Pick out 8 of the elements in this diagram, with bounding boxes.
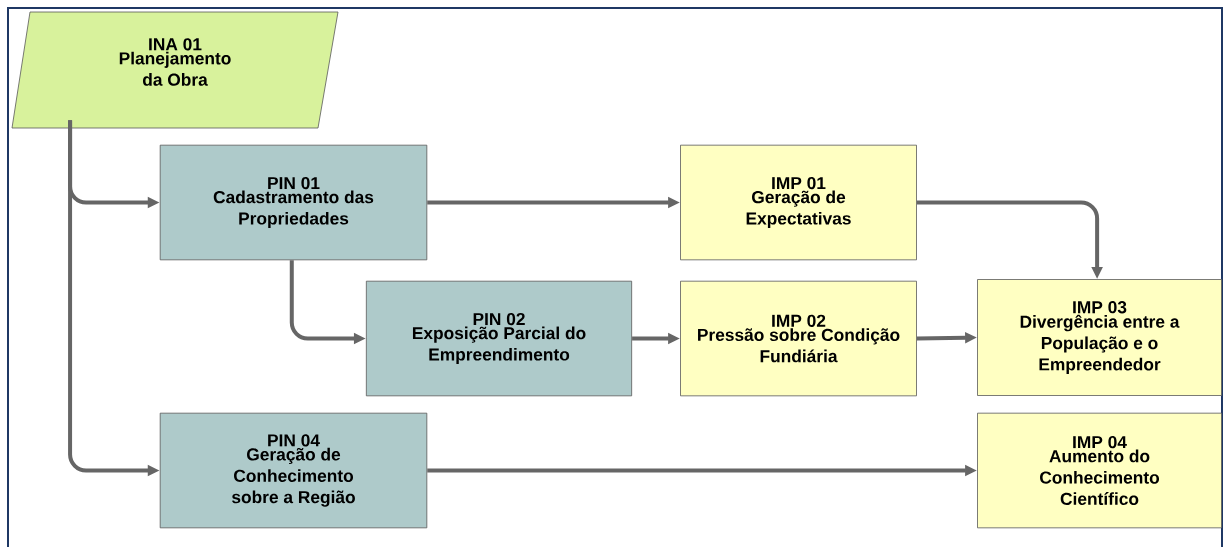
process-box: IMP 04 Aumento do Conhecimento Científico xyxy=(977,412,1222,529)
input-parallelogram: INA 01 Planejamento da Obra xyxy=(11,11,339,129)
process-box: PIN 02 Exposição Parcial do Empreendimento xyxy=(365,280,633,397)
process-box: PIN 04 Geração de Conhecimento sobre a Região xyxy=(159,412,428,529)
process-box: IMP 03 Divergência entre a População e o Empreendedor xyxy=(977,279,1222,396)
process-box: IMP 02 Pressão sobre Condição Fundiária xyxy=(680,280,917,397)
process-box: PIN 01 Cadastramento das Propriedades xyxy=(159,144,428,261)
process-box: IMP 01 Geração de Expectativas xyxy=(680,144,917,261)
